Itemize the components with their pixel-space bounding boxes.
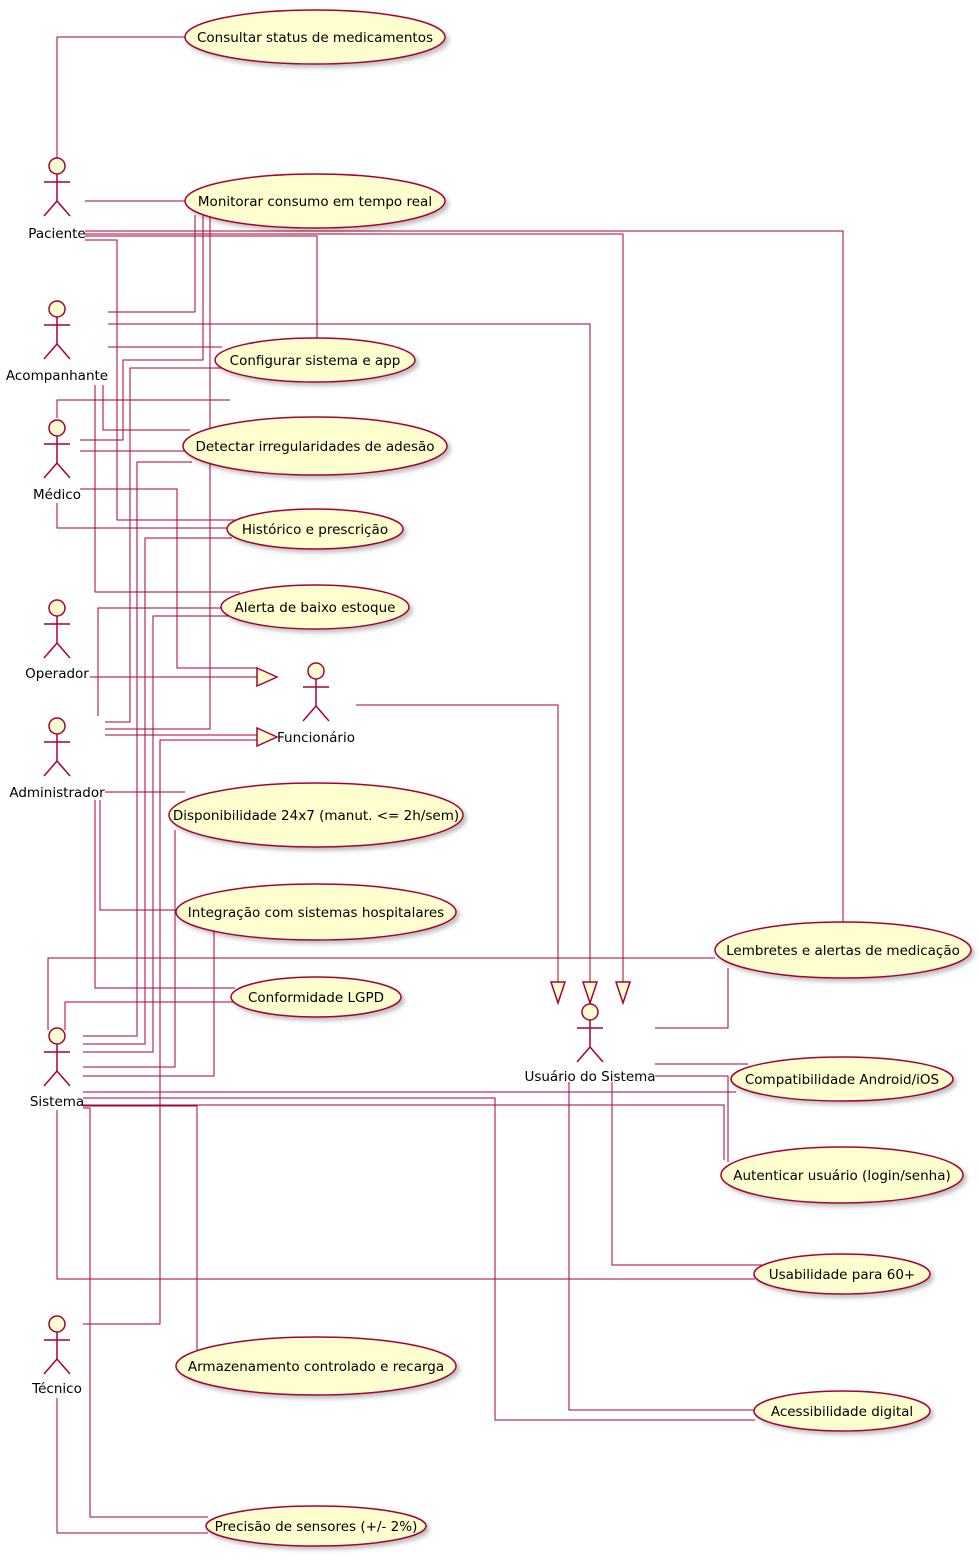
actor-label: Funcionário [277,730,355,746]
use-case-label: Usabilidade para 60+ [769,1267,915,1283]
use-case-label: Consultar status de medicamentos [197,30,433,46]
actor-label: Paciente [28,226,85,242]
link-administrador-configurar [105,367,225,723]
link-sistema-alerta [83,615,238,1053]
link-medico-historico [56,503,228,529]
actor-paciente[interactable]: Paciente [28,157,86,242]
actor-acompanhante[interactable]: Acompanhante [6,300,108,384]
actor-label: Técnico [31,1381,82,1397]
use-case-detectar[interactable]: Detectar irregularidades de adesão [182,416,448,476]
actor-operador[interactable]: Operador [25,599,89,682]
link-paciente-lembretes [85,230,844,922]
link-acompanhante-alerta [94,385,240,593]
link-sistema-lgpd [64,1001,238,1030]
use-case-label: Lembretes e alertas de medicação [726,943,960,959]
use-case-disponibilidade[interactable]: Disponibilidade 24x7 (manut. <= 2h/sem) [168,782,464,848]
use-case-label: Detectar irregularidades de adesão [195,439,434,455]
use-case-integracao[interactable]: Integração com sistemas hospitalares [175,883,457,941]
link-medico-configurar [56,399,230,418]
actor-administrador[interactable]: Administrador [9,717,105,801]
link-acompanhante-monitorar [108,215,196,313]
actor-funcionario[interactable]: Funcionário [277,662,355,746]
arrowhead-acompanhante-usuario [581,981,599,1006]
use-case-monitorar[interactable]: Monitorar consumo em tempo real [184,173,446,229]
actor-tecnico[interactable]: Técnico [31,1315,82,1397]
use-case-label: Autenticar usuário (login/senha) [733,1168,951,1184]
link-sistema-armazenamento [83,1105,198,1350]
use-case-label: Disponibilidade 24x7 (manut. <= 2h/sem) [173,808,459,824]
link-sistema-integracao [83,930,215,1077]
link-administrador-lgpd [94,800,235,989]
arrowhead-funcionario-usuario [549,981,567,1006]
use-case-label: Integração com sistemas hospitalares [188,905,444,921]
link-usuario-lembretes [655,968,729,1029]
link-sistema-disponibilidade [83,830,176,1068]
use-case-lgpd[interactable]: Conformidade LGPD [230,976,402,1018]
actor-sistema[interactable]: Sistema [30,1027,84,1110]
use-case-label: Conformidade LGPD [248,990,384,1006]
use-case-autenticar[interactable]: Autenticar usuário (login/senha) [720,1146,964,1204]
actor-medico[interactable]: Médico [33,419,81,503]
link-usuario-usabilidade [611,1082,762,1266]
link-sistema-acessibilidade [83,1097,755,1421]
use-case-label: Compatibilidade Android/iOS [745,1072,939,1088]
generalization-medico-funcionario [80,488,257,669]
generalization-funcionario-usuario [356,704,559,982]
link-paciente-consultar [56,36,186,158]
use-case-label: Monitorar consumo em tempo real [198,194,432,210]
use-case-usabilidade[interactable]: Usabilidade para 60+ [753,1253,931,1295]
use-case-label: Armazenamento controlado e recarga [188,1359,444,1375]
use-case-precisao[interactable]: Precisão de sensores (+/- 2%) [205,1505,427,1547]
use-case-label: Precisão de sensores (+/- 2%) [215,1519,418,1535]
link-administrador-monitorar [105,215,211,730]
link-usuario-acessibilidade [568,1082,755,1411]
use-case-historico[interactable]: Histórico e prescrição [226,508,404,550]
use-case-lembretes[interactable]: Lembretes e alertas de medicação [714,921,972,979]
link-paciente-historico [85,239,235,521]
use-case-acessibilidade[interactable]: Acessibilidade digital [753,1390,931,1432]
actor-label: Operador [25,666,89,682]
actor-label: Sistema [30,1094,84,1110]
actor-label: Médico [33,487,81,503]
link-usuario-autenticar [655,1075,729,1162]
link-administrador-integracao [99,800,180,911]
use-case-consultar[interactable]: Consultar status de medicamentos [184,9,446,65]
use-case-configurar[interactable]: Configurar sistema e app [214,337,416,383]
arrowhead-paciente-usuario [614,981,632,1006]
connectors [47,36,844,1534]
actor-label: Acompanhante [6,368,108,384]
link-administrador-alerta [97,607,230,716]
link-sistema-usabilidade [56,1110,755,1280]
use-case-label: Alerta de baixo estoque [235,600,396,616]
actor-usuario-do-sistema[interactable]: Usuário do Sistema [524,1003,656,1085]
generalization-arrowheads [256,666,632,1006]
generalization-tecnico-funcionario [83,739,257,1325]
generalization-paciente-usuario [85,233,624,982]
link-sistema-autenticar [83,1104,725,1160]
link-medico-monitorar [80,215,204,441]
arrowhead-operador-funcionario [256,666,279,688]
link-sistema-historico [83,537,232,1045]
link-sistema-detectar [83,461,192,1037]
generalization-acompanhante-usuario [108,323,591,982]
actor-label: Usuário do Sistema [524,1069,655,1085]
use-case-label: Configurar sistema e app [230,353,401,369]
link-paciente-configurar [85,235,318,338]
arrowhead-administrador-funcionario [256,726,279,748]
link-sistema-precisao [83,1107,208,1518]
link-sistema-lembretes [47,957,715,1030]
use-case-label: Histórico e prescrição [242,522,388,538]
actor-label: Administrador [9,785,105,801]
use-case-armazenamento[interactable]: Armazenamento controlado e recarga [175,1336,457,1396]
use-case-label: Acessibilidade digital [771,1404,913,1420]
link-tecnico-precisao [56,1398,208,1534]
use-case-alerta[interactable]: Alerta de baixo estoque [220,584,410,630]
use-case-compatibilidade[interactable]: Compatibilidade Android/iOS [730,1056,954,1102]
link-acompanhante-detectar [102,385,190,431]
